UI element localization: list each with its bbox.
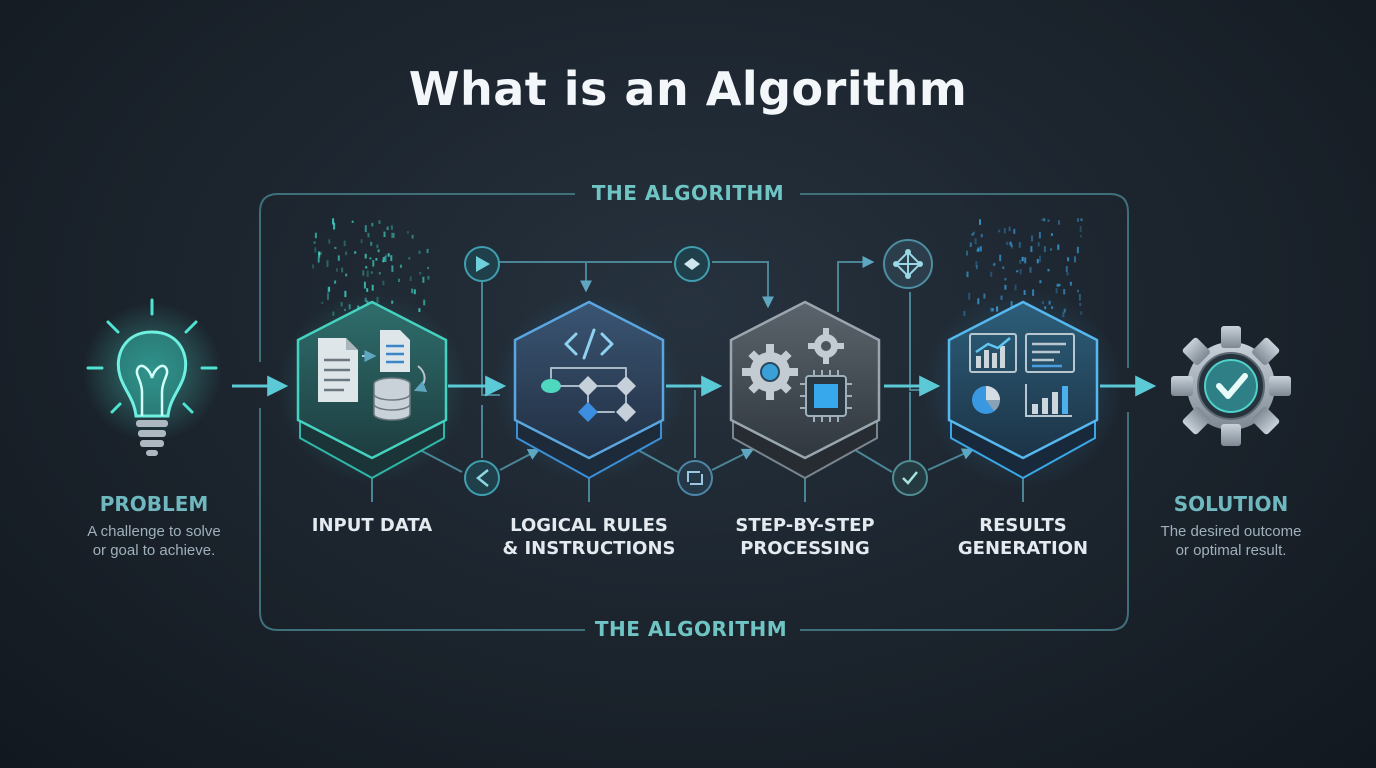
node-network [883, 239, 933, 289]
page-title: What is an Algorithm [408, 62, 968, 116]
node-check [892, 460, 928, 496]
frame-top-label: THE ALGORITHM [591, 181, 785, 205]
loop-icon [687, 471, 703, 485]
node-diamond [674, 246, 710, 282]
step-input-data-label: INPUT DATA [311, 515, 433, 536]
solution-title: SOLUTION [1173, 492, 1289, 516]
lightbulb-icon [82, 298, 222, 456]
algorithm-frame [259, 193, 1129, 631]
problem-description: A challenge to solve or goal to achieve. [87, 523, 221, 559]
step-logical-rules-label: LOGICAL RULES & INSTRUCTIONS [502, 515, 676, 559]
code-flowchart-icon [541, 328, 636, 422]
gear-check-icon [1171, 326, 1291, 446]
node-loop [677, 460, 713, 496]
diamond-icon [684, 258, 700, 270]
frame-bottom-label: THE ALGORITHM [594, 617, 788, 641]
check-icon [902, 471, 918, 485]
play-icon [476, 256, 490, 272]
problem-title: PROBLEM [99, 492, 209, 516]
results-hexagon [923, 288, 1123, 488]
solution-description: The desired outcome or optimal result. [1160, 523, 1302, 559]
charts-icon [969, 333, 1075, 417]
node-play [464, 246, 500, 282]
step-processing-label: STEP-BY-STEP PROCESSING [735, 515, 875, 559]
documents-database-icon [318, 330, 428, 421]
branch-icon [475, 469, 489, 487]
node-branch [464, 460, 500, 496]
logical-rules-hexagon [494, 293, 684, 483]
step-results-label: RESULTS GENERATION [957, 515, 1089, 559]
gears-chip-icon [742, 328, 852, 422]
input-data-hexagon [277, 293, 467, 483]
processing-hexagon [729, 300, 881, 480]
